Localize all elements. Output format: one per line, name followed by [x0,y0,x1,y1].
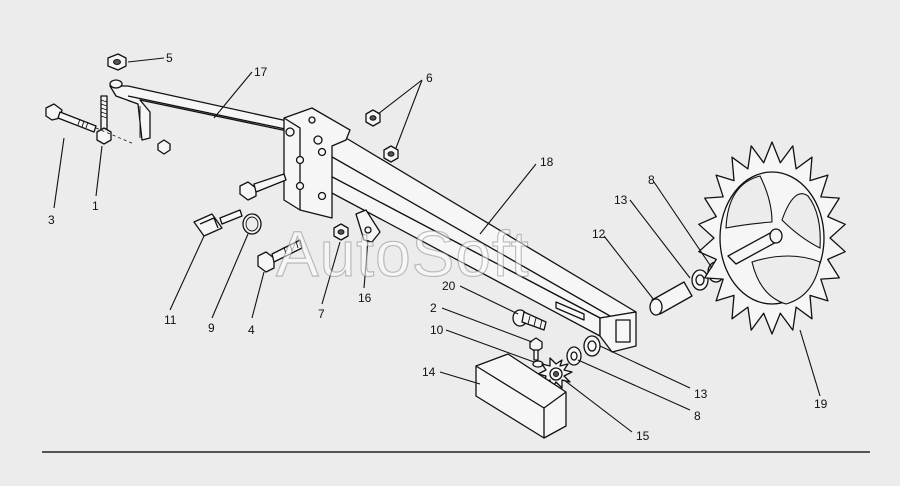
part-16-bracket [355,209,381,243]
part-13-seal-lower [583,335,601,357]
mounting-plate [283,107,351,219]
part-8-bearing-lower [566,346,582,366]
callout-2: 2 [430,301,437,315]
callout-8-upper: 8 [648,173,655,187]
callout-15: 15 [636,429,650,443]
callout-16: 16 [358,291,372,305]
part-12-bushing [649,281,693,316]
callout-19: 19 [814,397,828,411]
part-7-nut [333,223,349,241]
callout-6: 6 [426,71,433,85]
plate-bolt-upper [239,173,287,201]
callout-1: 1 [92,199,99,213]
callout-12: 12 [592,227,606,241]
callout-7: 7 [318,307,325,321]
leader-lines [53,57,821,433]
part-4-bolt [257,239,303,273]
part-13-seal-upper [691,269,709,291]
part-17-link-bar [109,79,293,141]
callout-9: 9 [208,321,215,335]
part-6-nut-lower [383,145,399,163]
callout-4: 4 [248,323,255,337]
callout-11: 11 [164,313,177,327]
callout-20: 20 [442,279,456,293]
part-2-bolt [529,337,543,361]
callout-14: 14 [422,365,436,379]
callout-5: 5 [166,51,173,65]
callout-3: 3 [48,213,55,227]
callout-17: 17 [254,65,268,79]
part-11-pin [193,209,243,237]
part-5-nut [107,53,127,71]
part-20-bolt [512,309,547,331]
callout-13-upper: 13 [614,193,628,207]
part-14-housing [475,353,567,439]
bracket-nut [157,139,171,155]
watermark: AutoSoft [276,218,530,290]
callout-labels: 5 17 6 18 3 1 13 8 12 11 9 4 7 16 20 2 1… [48,51,828,443]
axis-line-3 [95,127,135,145]
part-6-nut-upper [365,109,381,127]
callout-18: 18 [540,155,554,169]
part-19-star-wheel [698,141,846,335]
part-1-stud [96,95,112,145]
callout-13-lower: 13 [694,387,708,401]
callout-8-lower: 8 [694,409,701,423]
part-3-bolt [45,103,97,133]
callout-10: 10 [430,323,444,337]
